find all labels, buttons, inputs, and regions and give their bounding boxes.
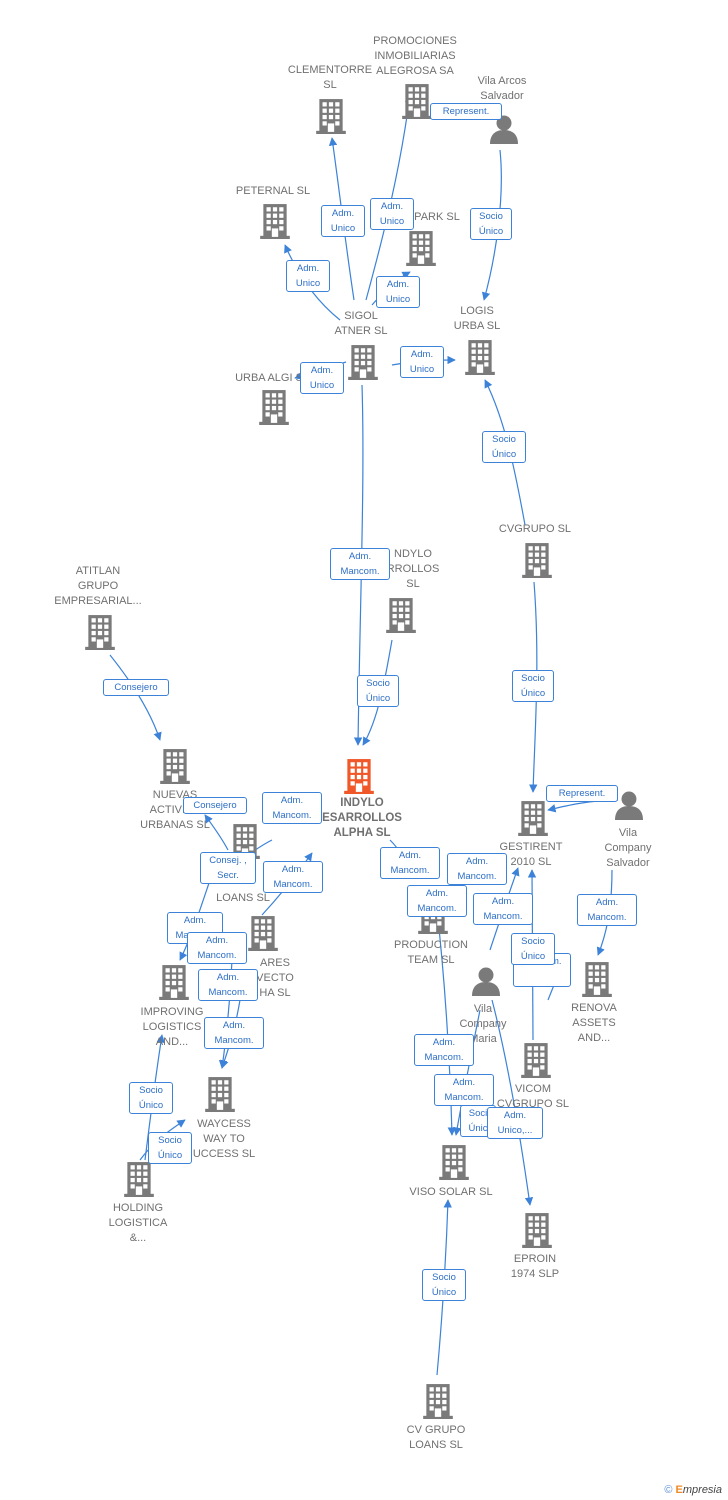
edge-label-socio-unico[interactable]: Socio Único xyxy=(129,1082,173,1114)
node-label: SIGOL ATNER SL xyxy=(334,310,388,337)
building-icon xyxy=(423,1383,453,1419)
edge-label-socio-unico[interactable]: Socio Único xyxy=(148,1132,192,1164)
node-label: IMPROVING LOGISTICS AND... xyxy=(140,1006,204,1048)
edge-label-adm-unico[interactable]: Adm. Unico xyxy=(376,276,420,308)
edge-label-socio-unico[interactable]: Socio Único xyxy=(422,1269,466,1301)
building-icon xyxy=(582,961,612,997)
copyright-icon: © xyxy=(664,1484,673,1496)
node-label: EPROIN 1974 SLP xyxy=(510,1253,560,1280)
edge-label-socio-unico[interactable]: Socio Único xyxy=(511,933,555,965)
edge-label-adm-mancom[interactable]: Adm. Mancom. xyxy=(204,1017,264,1049)
footer-brand: © Empresia xyxy=(664,1484,722,1496)
building-icon xyxy=(205,1076,235,1112)
node-label: GESTIRENT 2010 SL xyxy=(499,841,563,868)
building-icon xyxy=(159,964,189,1000)
node-label: CLEMENTORRE SL xyxy=(287,64,373,91)
node-label: Vila Company Salvador xyxy=(604,827,652,869)
building-icon xyxy=(316,98,346,134)
edge-label-adm-mancom[interactable]: Adm. Mancom. xyxy=(330,548,390,580)
edge-label-adm-mancom[interactable]: Adm. Mancom. xyxy=(187,932,247,964)
node-label: CV GRUPO LOANS SL xyxy=(406,1424,466,1451)
edge-label-represent[interactable]: Represent. xyxy=(546,785,618,802)
edge-label-adm-mancom[interactable]: Adm. Mancom. xyxy=(407,885,467,917)
edge-label-socio-unico[interactable]: Socio Único xyxy=(357,675,399,707)
building-icon xyxy=(386,597,416,633)
brand-initial: E xyxy=(675,1484,683,1496)
edge-label-adm-mancom[interactable]: Adm. Mancom. xyxy=(414,1034,474,1066)
edge-10 xyxy=(491,999,534,1206)
building-icon xyxy=(402,83,432,119)
node-label: PRODUCTION TEAM SL xyxy=(394,939,468,966)
edge-label-adm-mancom[interactable]: Adm. Mancom. xyxy=(263,861,323,893)
edge-label-adm-mancom[interactable]: Adm. Mancom. xyxy=(447,853,507,885)
edge-label-socio-unico[interactable]: Socio Único xyxy=(482,431,526,463)
node-label: LOANS SL xyxy=(216,892,270,904)
person-icon xyxy=(471,966,501,996)
edge-label-adm-mancom[interactable]: Adm. Mancom. xyxy=(262,792,322,824)
node-label: RENOVA ASSETS AND... xyxy=(571,1002,617,1044)
edge-atitlan-nuevas xyxy=(109,654,162,741)
edge-label-consejero[interactable]: Consejero xyxy=(103,679,169,696)
node-label: ARES VECTO HA SL xyxy=(256,957,294,999)
node-label: NDYLO RROLLOS SL xyxy=(386,548,440,590)
building-icon xyxy=(406,230,436,266)
node-label: INDYLO ESARROLLOS ALPHA SL xyxy=(322,797,402,839)
edge-label-socio-unico[interactable]: Socio Único xyxy=(512,670,554,702)
building-icon xyxy=(439,1144,469,1180)
building-icon xyxy=(259,389,289,425)
person-icon xyxy=(614,790,644,820)
node-label: URBA ALGI S xyxy=(235,372,303,384)
edge-label-adm-unico[interactable]: Adm. Unico xyxy=(321,205,365,237)
node-label: WAYCESS WAY TO UCCESS SL xyxy=(192,1118,256,1160)
edge-loans-nuevas xyxy=(204,814,229,851)
node-label: LOGIS URBA SL xyxy=(453,305,501,332)
building-icon xyxy=(260,203,290,239)
building-icon xyxy=(248,915,278,951)
node-label: PETERNAL SL xyxy=(235,185,311,197)
edge-label-adm-mancom[interactable]: Adm. Mancom. xyxy=(473,893,533,925)
edge-label-adm-unico[interactable]: Adm. Unico xyxy=(400,346,444,378)
edge-label-adm-unico[interactable]: Adm. Unico,... xyxy=(487,1107,543,1139)
building-icon xyxy=(124,1161,154,1197)
node-label: VISO SOLAR SL xyxy=(409,1186,493,1198)
edges-group xyxy=(109,94,619,1376)
node-label: ATITLAN GRUPO EMPRESARIAL... xyxy=(54,565,142,607)
building-icon xyxy=(522,542,552,578)
building-icon xyxy=(348,344,378,380)
building-icon xyxy=(522,1212,552,1248)
building-icon xyxy=(160,748,190,784)
edge-label-adm-unico[interactable]: Adm. Unico xyxy=(300,362,344,394)
node-label: PARK SL xyxy=(414,211,460,223)
node-label: PROMOCIONES INMOBILIARIAS ALEGROSA SA xyxy=(373,35,457,77)
edge-label-adm-unico[interactable]: Adm. Unico xyxy=(286,260,330,292)
node-label: HOLDING LOGISTICA &... xyxy=(108,1202,168,1244)
edge-label-consejero[interactable]: Consejero xyxy=(183,797,247,814)
node-label: Vila Arcos Salvador xyxy=(477,75,527,102)
edge-label-adm-mancom[interactable]: Adm. Mancom. xyxy=(198,969,258,1001)
edge-label-adm-mancom[interactable]: Adm. Mancom. xyxy=(380,847,440,879)
edge-label-adm-mancom[interactable]: Adm. Mancom. xyxy=(434,1074,494,1106)
edge-label-consej-secr[interactable]: Consej. , Secr. xyxy=(200,852,256,884)
building-icon xyxy=(521,1042,551,1078)
brand-name: mpresia xyxy=(682,1484,722,1496)
node-label: Vila Company Maria xyxy=(459,1003,507,1045)
building-icon xyxy=(85,614,115,650)
node-label: CVGRUPO SL xyxy=(498,523,572,535)
edge-label-adm-mancom[interactable]: Adm. Mancom. xyxy=(577,894,637,926)
edge-label-adm-unico[interactable]: Adm. Unico xyxy=(370,198,414,230)
main-building-icon xyxy=(344,758,374,794)
building-icon xyxy=(465,339,495,375)
edge-label-socio-unico[interactable]: Socio Único xyxy=(470,208,512,240)
edge-label-represent[interactable]: Represent. xyxy=(430,103,502,120)
building-icon xyxy=(518,800,548,836)
